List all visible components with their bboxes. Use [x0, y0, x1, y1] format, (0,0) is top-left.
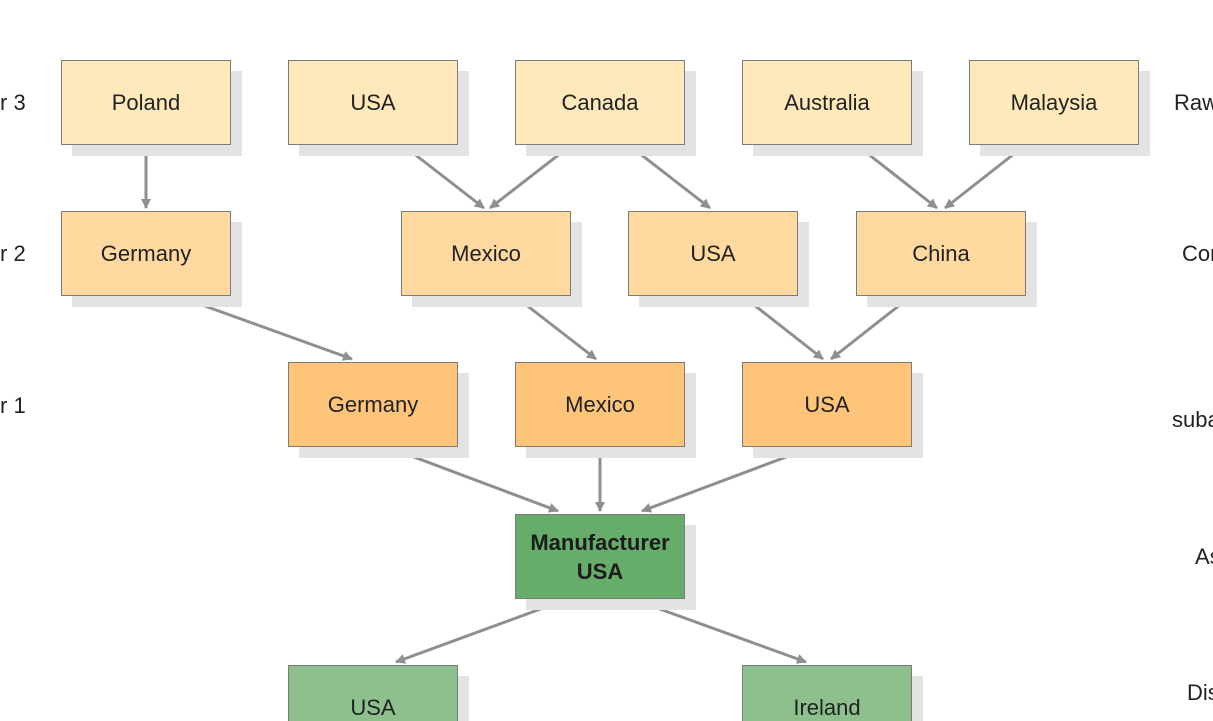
tier1-node-germany: Germany: [288, 362, 458, 447]
tier2-node-mexico: Mexico: [401, 211, 571, 296]
tier3-node-usa: USA: [288, 60, 458, 145]
right-label-assembly: As: [1195, 544, 1213, 569]
distribution-node-usa: USA: [288, 665, 458, 721]
right-label-subassemblies: suba: [1172, 407, 1213, 432]
right-label-distribution: Dis: [1187, 680, 1213, 705]
arrow-manufacturer-to-usa: [395, 598, 566, 664]
tier1-node-mexico: Mexico: [515, 362, 685, 447]
right-label-components: Cor: [1182, 241, 1213, 266]
tier3-node-australia: Australia: [742, 60, 912, 145]
arrow-usa-to-mexico: [403, 144, 485, 210]
manufacturer-node: Manufacturer USA: [515, 514, 685, 599]
arrow-canada-to-mexico: [489, 144, 571, 210]
manufacturer-country: USA: [576, 558, 624, 584]
arrow-germany-to-germany: [179, 295, 353, 361]
arrow-usa-to-manufacturer: [641, 446, 811, 513]
arrow-australia-to-china: [857, 144, 938, 210]
arrow-china-to-usa: [830, 295, 911, 361]
tier3-node-canada: Canada: [515, 60, 685, 145]
tier2-node-china: China: [856, 211, 1026, 296]
left-label-tier-2: r 2: [0, 241, 26, 266]
tier3-node-poland: Poland: [61, 60, 231, 145]
arrow-canada-to-usa: [629, 144, 711, 210]
distribution-node-ireland: Ireland: [742, 665, 912, 721]
left-label-tier-3: r 3: [0, 90, 26, 115]
arrow-germany-to-manufacturer: [389, 446, 559, 513]
right-label-raw: Raw: [1174, 90, 1213, 115]
arrow-mexico-to-mexico: [515, 295, 597, 361]
arrow-usa-to-usa: [743, 295, 824, 361]
tier3-node-malaysia: Malaysia: [969, 60, 1139, 145]
left-label-tier-1: r 1: [0, 393, 26, 418]
tier2-node-germany: Germany: [61, 211, 231, 296]
tier2-node-usa: USA: [628, 211, 798, 296]
manufacturer-title: Manufacturer: [530, 529, 670, 555]
arrow-manufacturer-to-ireland: [634, 598, 807, 664]
tier1-node-usa: USA: [742, 362, 912, 447]
arrow-malaysia-to-china: [944, 144, 1025, 210]
